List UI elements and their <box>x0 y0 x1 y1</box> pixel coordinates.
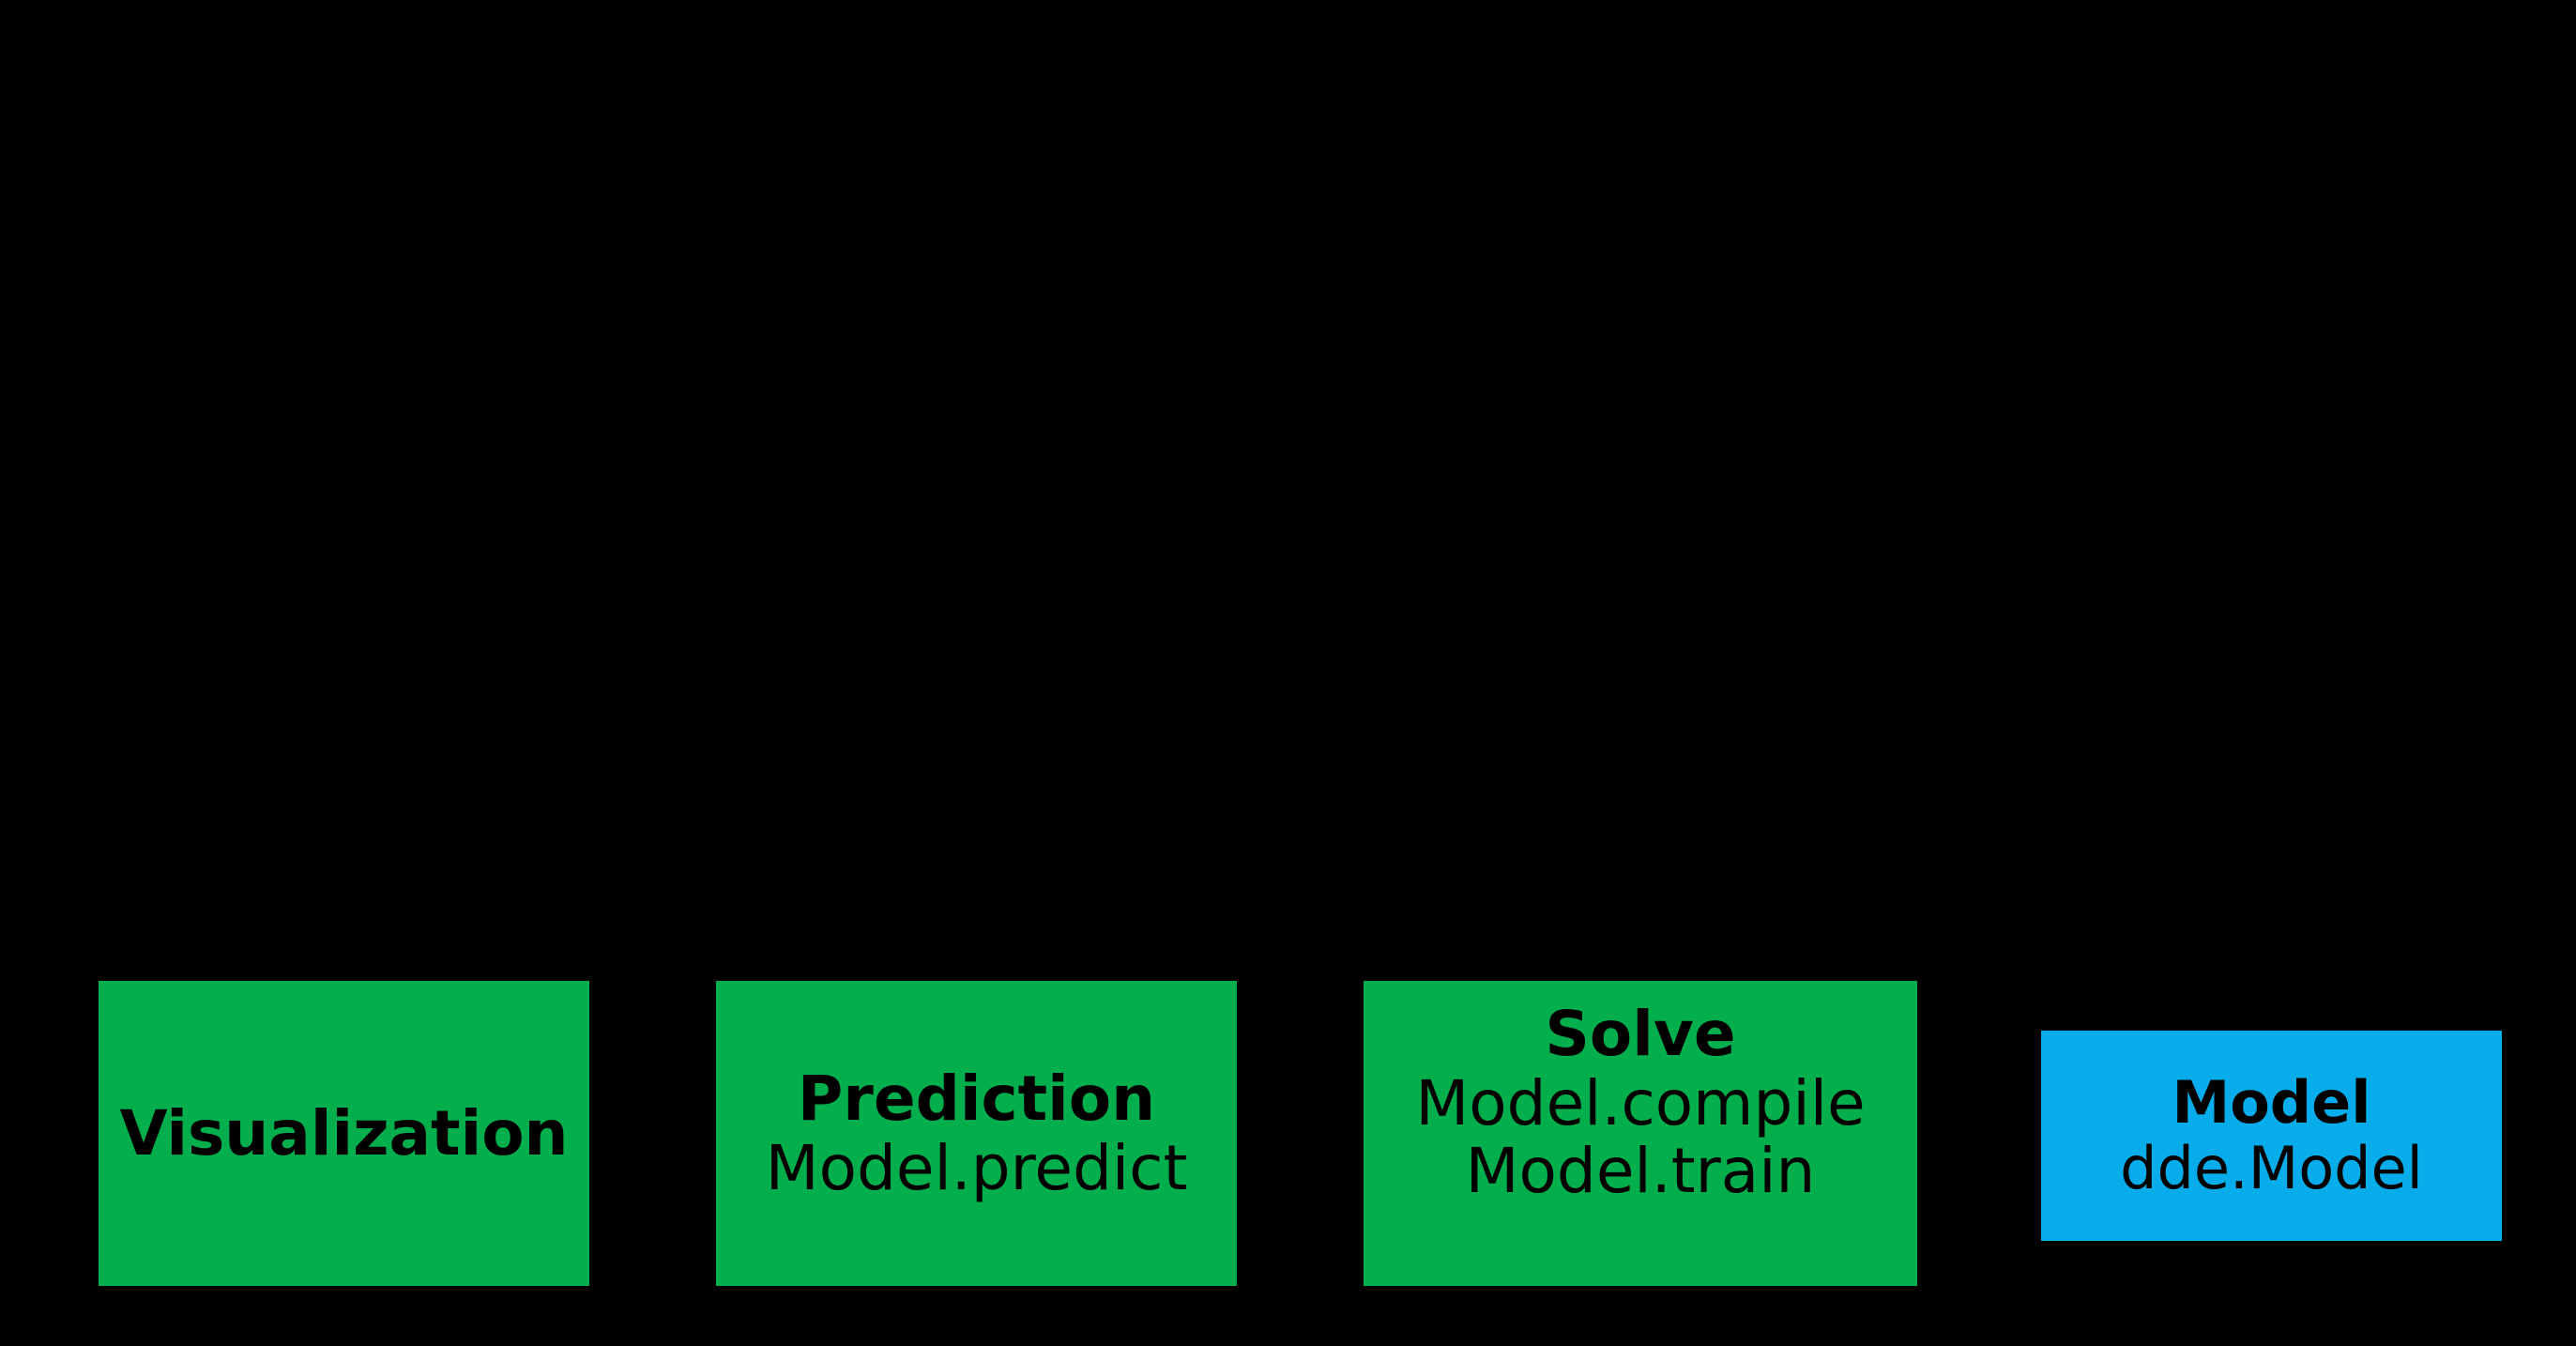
node-solve-subtitle-1: Model.compile <box>1415 1066 1866 1140</box>
node-model[interactable]: Model dde.Model <box>2041 1031 2502 1241</box>
node-prediction[interactable]: Prediction Model.predict <box>716 981 1237 1286</box>
node-model-title: Model <box>2172 1068 2371 1138</box>
node-visualization-title: Visualization <box>119 1096 569 1170</box>
node-solve[interactable]: Solve Model.compile Model.train <box>1364 981 1917 1286</box>
node-prediction-title: Prediction <box>797 1062 1156 1135</box>
node-visualization[interactable]: Visualization <box>99 981 589 1286</box>
node-solve-title: Solve <box>1545 998 1736 1070</box>
node-model-subtitle-1: dde.Model <box>2120 1134 2423 1202</box>
node-prediction-subtitle-1: Model.predict <box>765 1131 1188 1204</box>
node-solve-subtitle-2: Model.train <box>1465 1134 1816 1207</box>
